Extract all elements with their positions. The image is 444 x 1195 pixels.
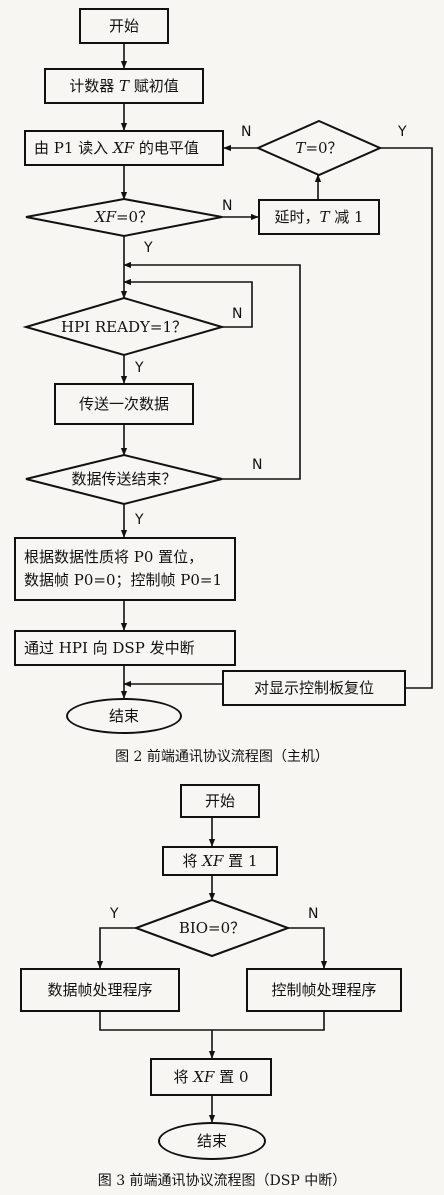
delay-box: 延时，T 减 1 — [258, 199, 380, 235]
fig3-caption: 图 3 前端通讯协议流程图（DSP 中断） — [97, 1173, 347, 1189]
read-xf-text-post: 的电平值 — [138, 139, 199, 157]
fig3-end: 结束 — [158, 1122, 266, 1160]
loop-transfer-not-done — [123, 261, 301, 480]
fig3-start-label: 开始 — [204, 792, 235, 810]
set-xf1-text: 将 — [182, 852, 198, 870]
merge-line — [99, 1012, 325, 1031]
set-p0-line1: 根据数据性质将 P0 置位， — [24, 547, 204, 566]
send-once-box: 传送一次数据 — [54, 383, 194, 425]
xf-check-var: XF — [94, 208, 116, 226]
fig2-end-label: 结束 — [108, 707, 139, 725]
label-y-t-check: Y — [398, 124, 407, 140]
t-check-text: =0？ — [305, 139, 343, 157]
diamond-xf-check — [25, 197, 223, 238]
diamond-hpi-ready — [22, 296, 226, 357]
set-p0-box: 根据数据性质将 P0 置位， 数据帧 P0=0；控制帧 P0=1 — [14, 537, 236, 601]
reset-board-text: 对显示控制板复位 — [253, 679, 374, 697]
hpi-ready-label: HPI READY=1？ — [44, 315, 204, 339]
loop-hpi-not-ready — [123, 278, 253, 328]
bio-check-label: BIO=0？ — [162, 916, 262, 940]
xf-check-text: =0？ — [115, 208, 154, 226]
label-y-hpi-check: Y — [135, 360, 144, 376]
init-counter-var: T — [118, 77, 129, 95]
send-once-text: 传送一次数据 — [78, 395, 169, 413]
label-n-transfer-check: N — [252, 457, 263, 473]
label-y-bio: Y — [110, 906, 119, 922]
t-check-label: T=0？ — [278, 136, 360, 160]
interrupt-dsp-text: 通过 HPI 向 DSP 发中断 — [24, 639, 195, 657]
fig2-start-label: 开始 — [108, 17, 139, 35]
data-frame-proc-text: 数据帧处理程序 — [47, 981, 153, 999]
fig2-start: 开始 — [79, 8, 169, 44]
diamond-transfer-done — [25, 453, 223, 506]
interrupt-dsp-box: 通过 HPI 向 DSP 发中断 — [14, 630, 236, 666]
label-n-xf-check: N — [222, 198, 233, 214]
delay-text: 延时， — [274, 208, 320, 226]
transfer-done-label: 数据传送结束？ — [54, 467, 194, 491]
set-xf0-text: 将 — [173, 1068, 189, 1086]
ctrl-frame-proc-text: 控制帧处理程序 — [271, 981, 377, 999]
read-xf-text: 由 P1 读入 — [34, 139, 109, 157]
set-xf1-box: 将 XF 置 1 — [162, 846, 278, 876]
fig2-caption: 图 2 前端通讯协议流程图（主机） — [115, 749, 329, 765]
set-xf0-box: 将 XF 置 0 — [150, 1058, 272, 1096]
diamond-bio-check — [133, 898, 291, 958]
set-xf1-text-post: 置 1 — [228, 852, 258, 870]
delay-text-post: 减 1 — [334, 208, 364, 226]
fig2-end: 结束 — [66, 698, 182, 734]
ctrl-frame-proc-box: 控制帧处理程序 — [246, 968, 402, 1012]
label-y-transfer-check: Y — [135, 512, 144, 528]
delay-var: T — [319, 208, 330, 226]
reset-board-box: 对显示控制板复位 — [222, 670, 406, 706]
set-xf0-text-post: 置 0 — [219, 1068, 249, 1086]
diamond-t-check — [255, 119, 383, 177]
set-xf0-var: XF — [193, 1068, 215, 1086]
set-xf1-var: XF — [202, 852, 224, 870]
fig3-start: 开始 — [180, 784, 260, 818]
arrow-bio-yes — [96, 927, 136, 969]
init-counter-text-post: 赋初值 — [133, 77, 179, 95]
hpi-ready-text: HPI READY=1？ — [61, 318, 187, 336]
init-counter-text: 计数器 — [69, 77, 115, 95]
init-counter-box: 计数器 T 赋初值 — [44, 68, 204, 104]
label-n-bio: N — [308, 906, 319, 922]
label-n-hpi-check: N — [232, 306, 243, 322]
data-frame-proc-box: 数据帧处理程序 — [20, 968, 180, 1012]
arrow-bio-no — [288, 927, 328, 969]
fig3-end-label: 结束 — [196, 1132, 227, 1150]
label-y-xf-check: Y — [144, 240, 153, 256]
label-n-t-check: N — [241, 124, 252, 140]
bio-check-text: BIO=0？ — [178, 919, 246, 937]
set-p0-line2: 数据帧 P0=0；控制帧 P0=1 — [24, 571, 223, 589]
read-xf-var: XF — [112, 139, 135, 157]
xf-check-label: XF=0？ — [54, 205, 194, 229]
t-check-var: T — [295, 139, 306, 157]
transfer-done-text: 数据传送结束？ — [71, 470, 177, 488]
read-xf-box: 由 P1 读入 XF 的电平值 — [24, 130, 224, 166]
